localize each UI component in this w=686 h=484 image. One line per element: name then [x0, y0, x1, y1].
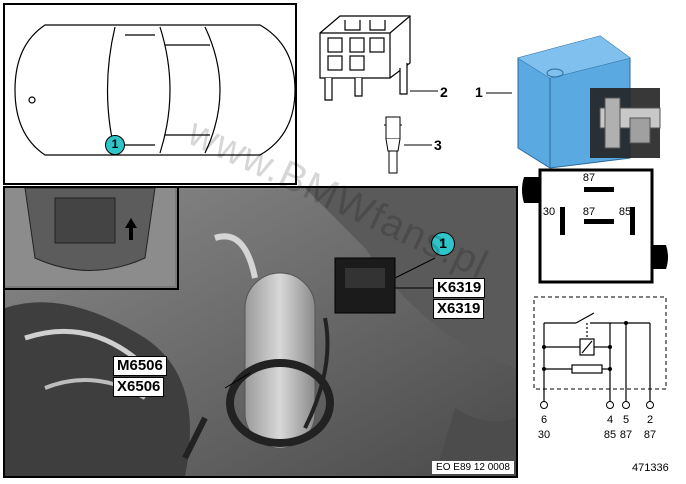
blue-relay-drawing — [517, 35, 661, 169]
car-outline-panel: 1 — [3, 3, 297, 185]
part-number-2: 2 — [440, 84, 448, 100]
label-k6319: K6319 — [433, 278, 486, 298]
connector-housing-drawing — [319, 15, 411, 101]
engine-bay-inset-drawing — [5, 188, 175, 286]
schematic-pin-6: 6 — [540, 414, 548, 426]
diagram-number: 471336 — [632, 462, 669, 474]
schematic-terminal-87-b: 87 — [643, 429, 657, 441]
relay-terminal-85: 85 — [618, 206, 632, 218]
part-number-3: 3 — [434, 137, 442, 153]
part-number-1: 1 — [475, 84, 483, 100]
relay-terminal-87-center: 87 — [582, 206, 596, 218]
terminal-pin-drawing — [384, 116, 402, 174]
car-callout-1: 1 — [105, 135, 125, 155]
wiring-schematic — [533, 296, 667, 409]
schematic-terminal-85: 85 — [603, 429, 617, 441]
installation-photo-panel: 1 K6319 X6319 M6506 X6506 EO E89 12 0008 — [3, 186, 518, 478]
label-m6506: M6506 — [113, 356, 167, 376]
label-x6319: X6319 — [433, 299, 485, 319]
engine-bay-inset — [5, 188, 179, 290]
schematic-pin-2: 2 — [646, 414, 654, 426]
relay-terminal-30: 30 — [542, 206, 556, 218]
label-x6506: X6506 — [113, 377, 165, 397]
leader-part3 — [404, 144, 432, 146]
schematic-terminal-87-a: 87 — [619, 429, 633, 441]
image-code: EO E89 12 0008 — [432, 461, 514, 474]
leader-part2 — [410, 90, 438, 92]
schematic-terminal-30: 30 — [537, 429, 551, 441]
schematic-pin-5: 5 — [622, 414, 630, 426]
leader-part1 — [486, 92, 512, 94]
relay-terminal-87-top: 87 — [582, 172, 596, 184]
relay-terminal-symbol — [522, 168, 668, 284]
schematic-pin-4: 4 — [606, 414, 614, 426]
photo-callout-1: 1 — [431, 232, 455, 256]
